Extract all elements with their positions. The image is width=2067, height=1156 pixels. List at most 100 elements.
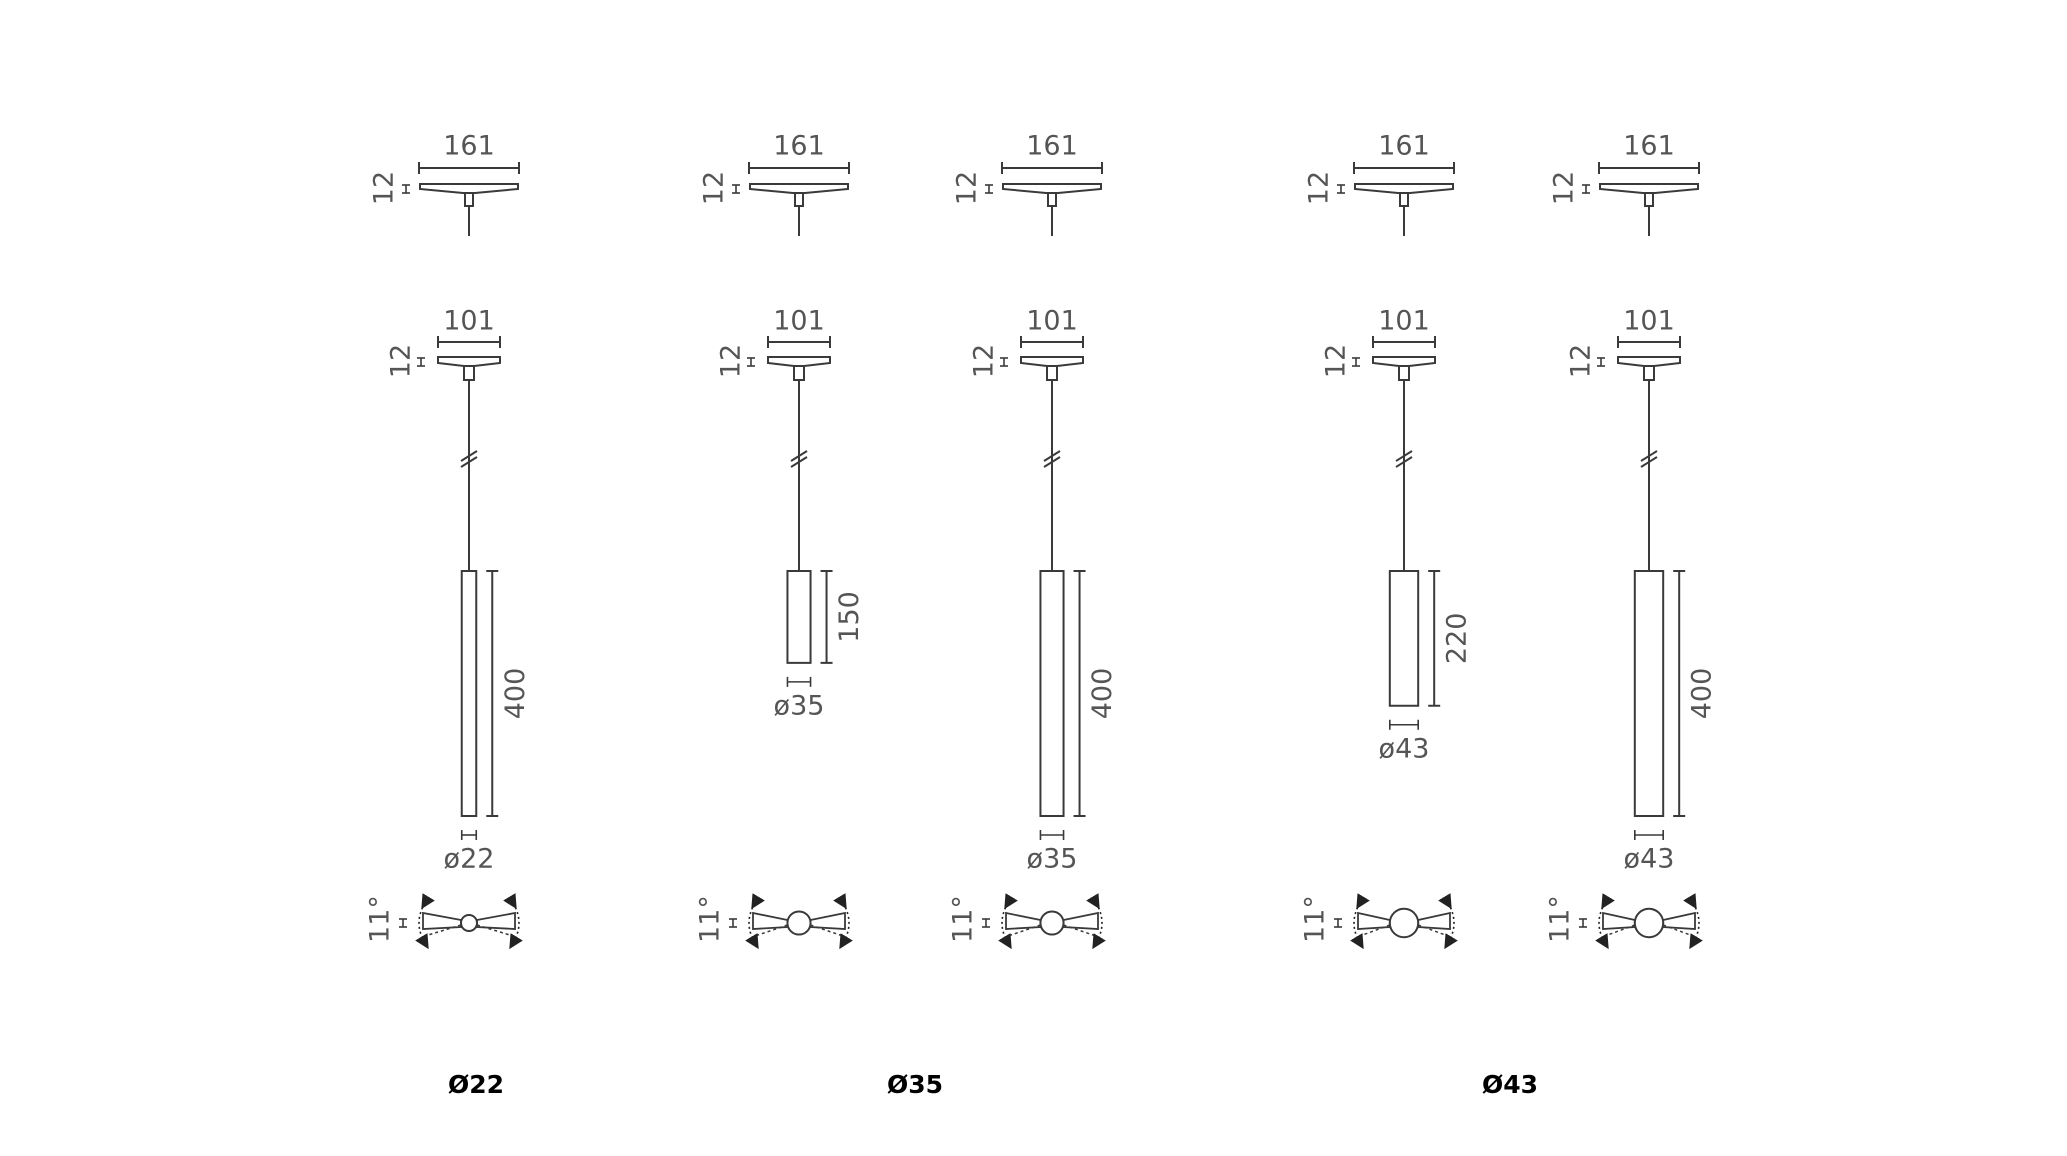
tilt-angle-dimension — [1334, 918, 1342, 928]
tilt-arrow-right — [503, 893, 523, 950]
tilt-arrow-right — [1086, 893, 1106, 950]
tilt-angle-dimension — [1579, 918, 1587, 928]
tilt-arrow-left — [1595, 893, 1615, 950]
tilt-arrow-right — [1683, 893, 1703, 950]
length-label: 150 — [834, 591, 865, 643]
tilt-angle-label: 11° — [1545, 895, 1576, 943]
canopy-view: 161 12 — [952, 131, 1103, 236]
tilt-pivot — [1039, 910, 1065, 936]
pendant-body — [786, 570, 812, 664]
adapter-height-label: 12 — [969, 344, 1000, 378]
adapter-connector — [1398, 365, 1410, 381]
tilt-angle-label: 11° — [695, 895, 726, 943]
tilt-body-right — [1662, 911, 1696, 930]
tilt-arrow-right — [833, 893, 853, 950]
adapter-height-label: 12 — [716, 344, 747, 378]
tilt-body-right — [1417, 911, 1451, 930]
adapter-height-label: 12 — [1566, 344, 1597, 378]
canopy-width-label: 161 — [773, 131, 825, 162]
adapter-height-dimension — [1352, 357, 1360, 367]
canopy-height-dimension — [402, 184, 410, 194]
adapter-width-label: 101 — [1623, 306, 1675, 337]
cable-break-mark — [1640, 450, 1658, 462]
group-label-d43: Ø43 — [1481, 1070, 1539, 1099]
luminaire-variant: 161 12 101 12 400 ø35 11° — [948, 131, 1118, 950]
cable-break-mark — [1043, 456, 1061, 468]
group-label-d35: Ø35 — [886, 1070, 944, 1099]
tilt-arrow-right — [1438, 893, 1458, 950]
adapter-width-dimension — [1617, 336, 1681, 348]
canopy-width-label: 161 — [1026, 131, 1078, 162]
tilt-detail: 11° — [365, 893, 523, 950]
adapter-connector — [1643, 365, 1655, 381]
group-label-d22: Ø22 — [447, 1070, 505, 1099]
canopy-height-dimension — [1337, 184, 1345, 194]
canopy-width-dimension — [418, 162, 520, 174]
tilt-pivot — [1633, 907, 1665, 939]
tilt-angle-dimension — [729, 918, 737, 928]
tilt-arrow-left — [745, 893, 765, 950]
canopy-height-label: 12 — [369, 171, 400, 205]
canopy-stem — [1399, 192, 1409, 207]
tilt-body-right — [476, 911, 516, 930]
length-label: 220 — [1442, 613, 1473, 665]
diameter-label: ø35 — [1027, 844, 1078, 875]
tilt-pivot — [460, 914, 478, 932]
adapter-height-dimension — [747, 357, 755, 367]
length-label: 400 — [500, 668, 531, 720]
pendant-body — [1039, 570, 1065, 817]
pendant-body — [1633, 570, 1665, 817]
diameter-label: ø35 — [774, 690, 825, 721]
adapter-connector — [463, 365, 475, 381]
tilt-angle-label: 11° — [1300, 895, 1331, 943]
canopy-width-label: 161 — [1378, 131, 1430, 162]
adapter-plate — [767, 356, 831, 367]
tilt-body-left — [1357, 911, 1391, 930]
canopy-stem — [464, 192, 474, 207]
cable-break-mark — [790, 456, 808, 468]
adapter-plate — [1372, 356, 1436, 367]
adapter-width-label: 101 — [773, 306, 825, 337]
tilt-body-right — [1062, 911, 1099, 930]
adapter-plate — [1617, 356, 1681, 367]
adapter-height-label: 12 — [386, 344, 417, 378]
cable-break-mark — [460, 456, 478, 468]
tilt-angle-dimension — [399, 918, 407, 928]
length-label: 400 — [1687, 668, 1718, 720]
cable-break-mark — [1395, 456, 1413, 468]
canopy-height-dimension — [1582, 184, 1590, 194]
tilt-angle-dimension — [982, 918, 990, 928]
canopy-plate — [749, 183, 849, 194]
tilt-angle-label: 11° — [948, 895, 979, 943]
adapter-width-label: 101 — [1026, 306, 1078, 337]
tilt-pivot — [1388, 907, 1420, 939]
adapter-view: 101 12 — [969, 306, 1084, 381]
adapter-width-dimension — [1372, 336, 1436, 348]
canopy-height-dimension — [985, 184, 993, 194]
length-label: 400 — [1087, 668, 1118, 720]
canopy-height-label: 12 — [699, 171, 730, 205]
pendant-body — [460, 570, 478, 817]
canopy-height-label: 12 — [1304, 171, 1335, 205]
canopy-height-label: 12 — [952, 171, 983, 205]
tilt-body-left — [1602, 911, 1636, 930]
canopy-width-dimension — [748, 162, 850, 174]
tilt-body-left — [1005, 911, 1042, 930]
adapter-plate — [437, 356, 501, 367]
canopy-stem — [794, 192, 804, 207]
cable-break-mark — [1640, 456, 1658, 468]
canopy-stem — [1047, 192, 1057, 207]
diameter-label: ø43 — [1624, 844, 1675, 875]
adapter-connector — [1046, 365, 1058, 381]
tilt-detail: 11° — [1545, 893, 1703, 950]
cable-break-mark — [1043, 450, 1061, 462]
canopy-stem — [1644, 192, 1654, 207]
tilt-body-left — [752, 911, 789, 930]
canopy-view: 161 12 — [699, 131, 850, 236]
adapter-connector — [793, 365, 805, 381]
cable-break-mark — [1395, 450, 1413, 462]
